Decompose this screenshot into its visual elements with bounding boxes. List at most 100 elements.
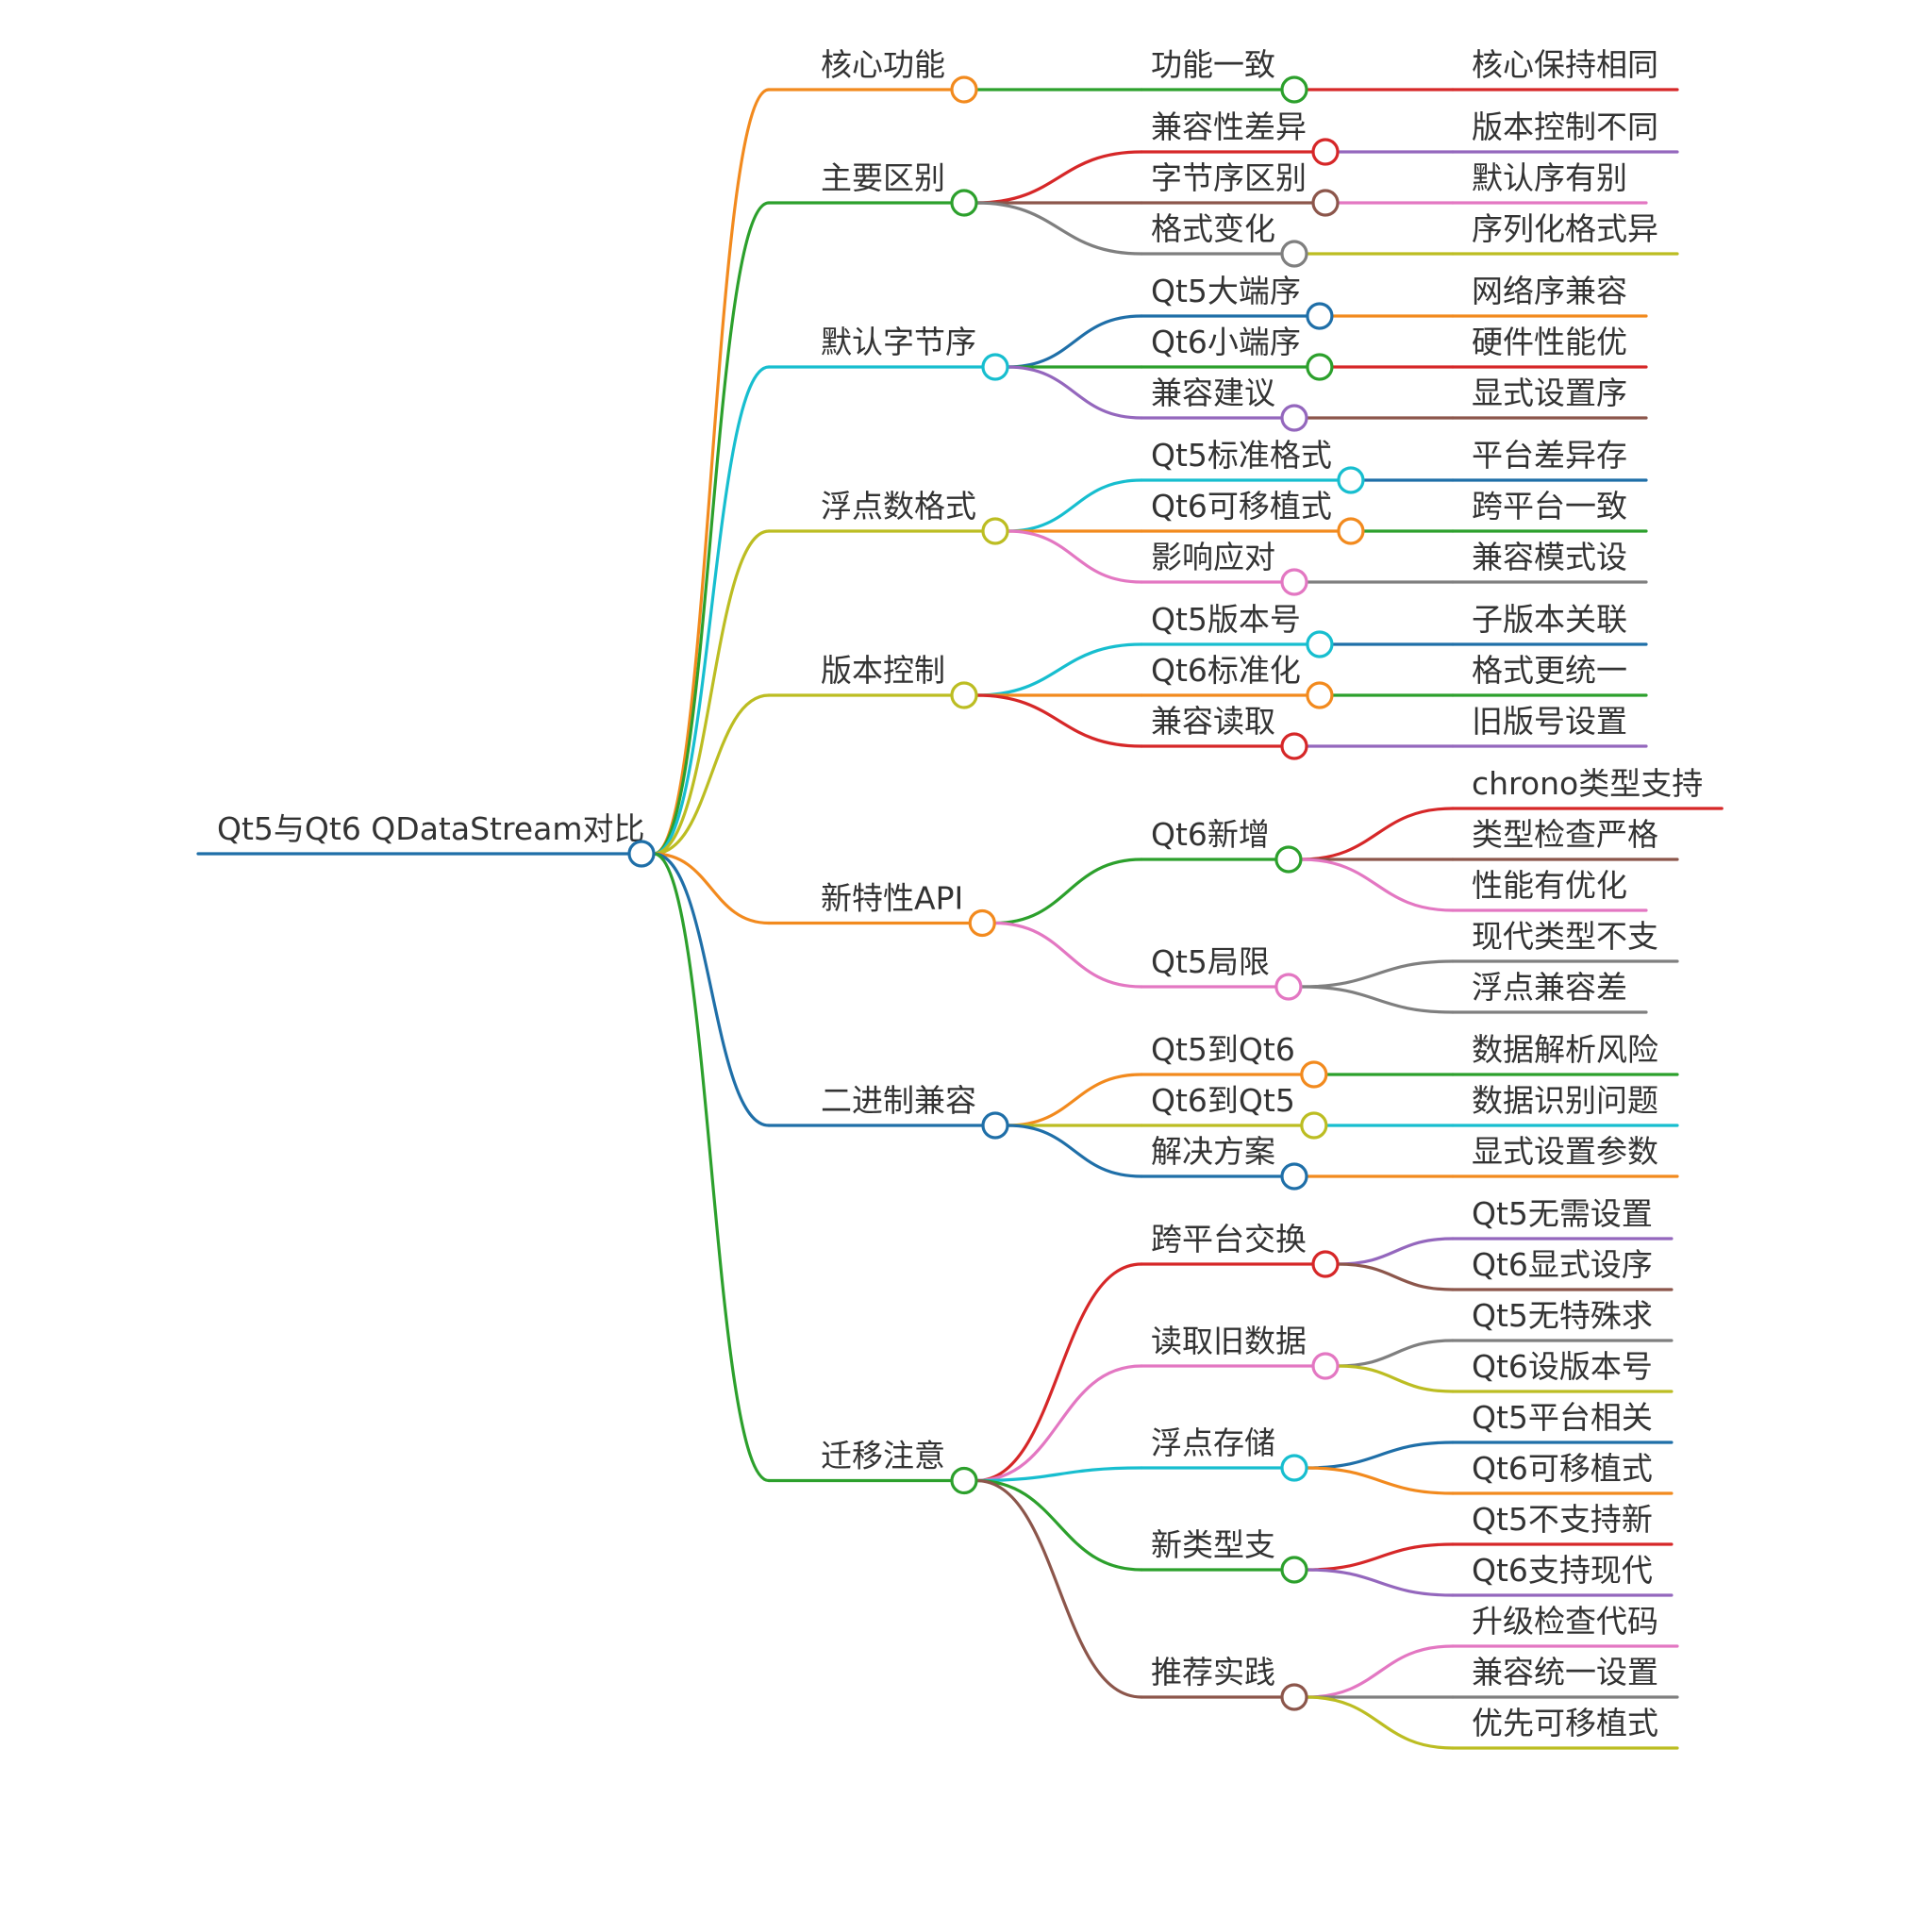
mind-map-node-level-1[interactable]: 默认字节序 bbox=[767, 324, 1009, 381]
node-connector-dot[interactable] bbox=[1311, 189, 1340, 217]
mind-map-node-level-3[interactable]: 类型检查严格 bbox=[1451, 816, 1679, 861]
node-connector-dot[interactable] bbox=[950, 681, 978, 709]
mind-map-node-level-3[interactable]: 序列化格式异 bbox=[1451, 210, 1679, 256]
node-connector-dot[interactable] bbox=[1311, 138, 1340, 166]
mind-map-node-level-3[interactable]: Qt5无需设置 bbox=[1451, 1195, 1674, 1241]
node-connector-dot[interactable] bbox=[1280, 1454, 1308, 1482]
mind-map-node-level-1[interactable]: 核心功能 bbox=[767, 46, 978, 104]
mind-map-node-level-3[interactable]: 硬件性能优 bbox=[1451, 324, 1648, 369]
mind-map-node-level-3[interactable]: 浮点兼容差 bbox=[1451, 969, 1648, 1014]
mind-map-node-level-3[interactable]: 显式设置序 bbox=[1451, 375, 1648, 420]
mind-map-node-level-2[interactable]: 兼容建议 bbox=[1140, 375, 1308, 432]
mind-map-node-level-1[interactable]: 二进制兼容 bbox=[767, 1082, 1009, 1140]
node-connector-dot[interactable] bbox=[1311, 1250, 1340, 1278]
mind-map-node-level-2[interactable]: 新类型支 bbox=[1140, 1526, 1308, 1584]
node-connector-dot[interactable] bbox=[1337, 517, 1365, 545]
mind-map-node-level-1[interactable]: 主要区别 bbox=[767, 159, 978, 217]
mind-map-node-level-3[interactable]: Qt5平台相关 bbox=[1451, 1399, 1674, 1444]
node-connector-dot[interactable] bbox=[1306, 630, 1334, 658]
mind-map-node-level-3[interactable]: 版本控制不同 bbox=[1451, 108, 1679, 154]
mind-map-node-level-3[interactable]: Qt6设版本号 bbox=[1451, 1348, 1674, 1393]
mind-map-node-level-3[interactable]: Qt5不支持新 bbox=[1451, 1501, 1674, 1546]
node-connector-dot[interactable] bbox=[950, 1466, 978, 1495]
mind-map-node-level-3[interactable]: 优先可移植式 bbox=[1451, 1705, 1679, 1750]
node-connector-dot[interactable] bbox=[627, 840, 656, 868]
mind-map-node-level-3[interactable]: 升级检查代码 bbox=[1451, 1603, 1679, 1648]
node-connector-dot[interactable] bbox=[1280, 1683, 1308, 1711]
mind-map-node-level-2[interactable]: Qt5标准格式 bbox=[1140, 437, 1365, 494]
node-connector-dot[interactable] bbox=[981, 1111, 1009, 1140]
node-label: 功能一致 bbox=[1151, 46, 1275, 83]
node-connector-dot[interactable] bbox=[1274, 973, 1303, 1001]
mind-map-node-level-3[interactable]: 数据解析风险 bbox=[1451, 1031, 1679, 1076]
mind-map-node-level-2[interactable]: Qt5局限 bbox=[1140, 943, 1303, 1001]
mind-map-node-level-2[interactable]: 读取旧数据 bbox=[1140, 1323, 1340, 1380]
mind-map-node-level-2[interactable]: Qt5版本号 bbox=[1140, 601, 1334, 658]
mind-map-node-level-2[interactable]: 兼容读取 bbox=[1140, 703, 1308, 760]
node-connector-dot[interactable] bbox=[1300, 1111, 1328, 1140]
node-connector-dot[interactable] bbox=[1280, 732, 1308, 760]
node-connector-dot[interactable] bbox=[1300, 1060, 1328, 1089]
mind-map-node-level-2[interactable]: 浮点存储 bbox=[1140, 1424, 1308, 1482]
node-connector-dot[interactable] bbox=[1280, 404, 1308, 432]
node-label: 现代类型不支 bbox=[1472, 918, 1658, 955]
mind-map-node-level-2[interactable]: Qt6新增 bbox=[1140, 816, 1303, 874]
mind-map-node-level-3[interactable]: 显式设置参数 bbox=[1451, 1133, 1679, 1178]
mind-map-node-level-3[interactable]: chrono类型支持 bbox=[1451, 765, 1724, 810]
node-connector-dot[interactable] bbox=[950, 75, 978, 104]
mind-map-node-level-2[interactable]: Qt5到Qt6 bbox=[1140, 1031, 1328, 1089]
mind-map-node-level-3[interactable]: 性能有优化 bbox=[1451, 867, 1648, 912]
node-connector-dot[interactable] bbox=[1306, 681, 1334, 709]
mind-map-node-level-3[interactable]: 兼容统一设置 bbox=[1451, 1654, 1679, 1699]
node-connector-dot[interactable] bbox=[981, 517, 1009, 545]
node-connector-dot[interactable] bbox=[1280, 568, 1308, 596]
mind-map-node-level-2[interactable]: 影响应对 bbox=[1140, 539, 1308, 596]
node-connector-dot[interactable] bbox=[1280, 1556, 1308, 1584]
mind-map-node-level-2[interactable]: Qt6小端序 bbox=[1140, 324, 1334, 381]
mind-map-node-level-3[interactable]: 核心保持相同 bbox=[1451, 46, 1679, 92]
mind-map-node-level-3[interactable]: Qt5无特殊求 bbox=[1451, 1297, 1674, 1342]
mind-map-node-level-2[interactable]: Qt5大端序 bbox=[1140, 273, 1334, 330]
mind-map-node-level-3[interactable]: Qt6可移植式 bbox=[1451, 1450, 1674, 1495]
mind-map-node-level-1[interactable]: 版本控制 bbox=[767, 652, 978, 709]
mind-map-node-level-3[interactable]: 默认序有别 bbox=[1451, 159, 1648, 205]
mind-map-node-level-2[interactable]: 跨平台交换 bbox=[1140, 1221, 1340, 1278]
mind-map-node-level-2[interactable]: 兼容性差异 bbox=[1140, 108, 1340, 166]
node-connector-dot[interactable] bbox=[1306, 302, 1334, 330]
mind-map-node-level-3[interactable]: Qt6支持现代 bbox=[1451, 1552, 1674, 1597]
node-connector-dot[interactable] bbox=[968, 908, 996, 938]
node-connector-dot[interactable] bbox=[1274, 845, 1303, 874]
mind-map-node-level-2[interactable]: 解决方案 bbox=[1140, 1133, 1308, 1191]
mind-map-node-level-1[interactable]: 新特性API bbox=[767, 880, 996, 938]
mind-map-node-level-3[interactable]: 兼容模式设 bbox=[1451, 539, 1648, 584]
mind-map-node-level-1[interactable]: 浮点数格式 bbox=[767, 488, 1009, 545]
mind-map-node-level-3[interactable]: 子版本关联 bbox=[1451, 601, 1648, 646]
mind-map-node-level-3[interactable]: 网络序兼容 bbox=[1451, 273, 1648, 318]
mind-map-node-level-1[interactable]: 迁移注意 bbox=[767, 1438, 978, 1495]
mind-map-node-level-2[interactable]: 格式变化 bbox=[1140, 210, 1308, 268]
mind-map-node-level-2[interactable]: 功能一致 bbox=[1140, 46, 1308, 104]
mind-map-node-level-2[interactable]: Qt6可移植式 bbox=[1140, 488, 1365, 545]
node-label: Qt5平台相关 bbox=[1472, 1399, 1653, 1436]
mind-map-node-level-3[interactable]: Qt6显式设序 bbox=[1451, 1246, 1674, 1291]
node-connector-dot[interactable] bbox=[1311, 1352, 1340, 1380]
mind-map-node-level-3[interactable]: 格式更统一 bbox=[1451, 652, 1648, 697]
node-connector-dot[interactable] bbox=[1280, 1162, 1308, 1191]
mind-map-node-level-3[interactable]: 平台差异存 bbox=[1451, 437, 1648, 482]
root-node[interactable]: Qt5与Qt6 QDataStream对比 bbox=[196, 810, 656, 868]
mind-map-node-level-3[interactable]: 数据识别问题 bbox=[1451, 1082, 1679, 1127]
mind-map-node-level-2[interactable]: Qt6标准化 bbox=[1140, 652, 1334, 709]
mind-map-node-level-3[interactable]: 旧版号设置 bbox=[1451, 703, 1648, 748]
node-connector-dot[interactable] bbox=[1337, 466, 1365, 494]
mind-map-node-level-2[interactable]: 字节序区别 bbox=[1140, 159, 1340, 217]
node-connector-dot[interactable] bbox=[981, 353, 1009, 381]
node-connector-dot[interactable] bbox=[1306, 353, 1334, 381]
node-label: 默认序有别 bbox=[1472, 159, 1627, 196]
node-connector-dot[interactable] bbox=[1280, 240, 1308, 268]
mind-map-node-level-2[interactable]: 推荐实践 bbox=[1140, 1654, 1308, 1711]
node-connector-dot[interactable] bbox=[1280, 75, 1308, 104]
mind-map-node-level-3[interactable]: 跨平台一致 bbox=[1451, 488, 1648, 533]
mind-map-node-level-2[interactable]: Qt6到Qt5 bbox=[1140, 1082, 1328, 1140]
node-connector-dot[interactable] bbox=[950, 189, 978, 217]
mind-map-node-level-3[interactable]: 现代类型不支 bbox=[1451, 918, 1679, 963]
